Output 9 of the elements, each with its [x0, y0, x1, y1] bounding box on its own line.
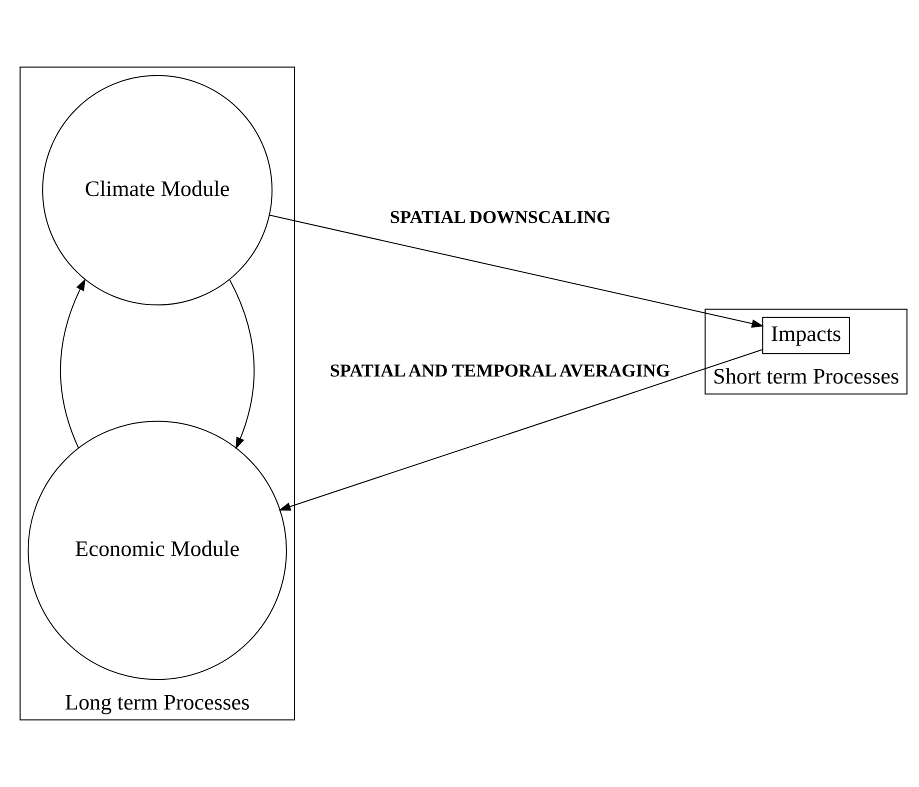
node-circle: Economic Module — [28, 420, 287, 680]
arrow — [278, 349, 763, 511]
edge-label: SPATIAL DOWNSCALING — [390, 206, 611, 227]
arrow — [269, 214, 764, 328]
arrow — [60, 278, 86, 448]
node-box: Impacts — [762, 316, 850, 354]
edge-label: SPATIAL AND TEMPORAL AVERAGING — [330, 360, 670, 380]
arrow — [229, 280, 255, 450]
node-circle: Climate Module — [42, 74, 273, 306]
